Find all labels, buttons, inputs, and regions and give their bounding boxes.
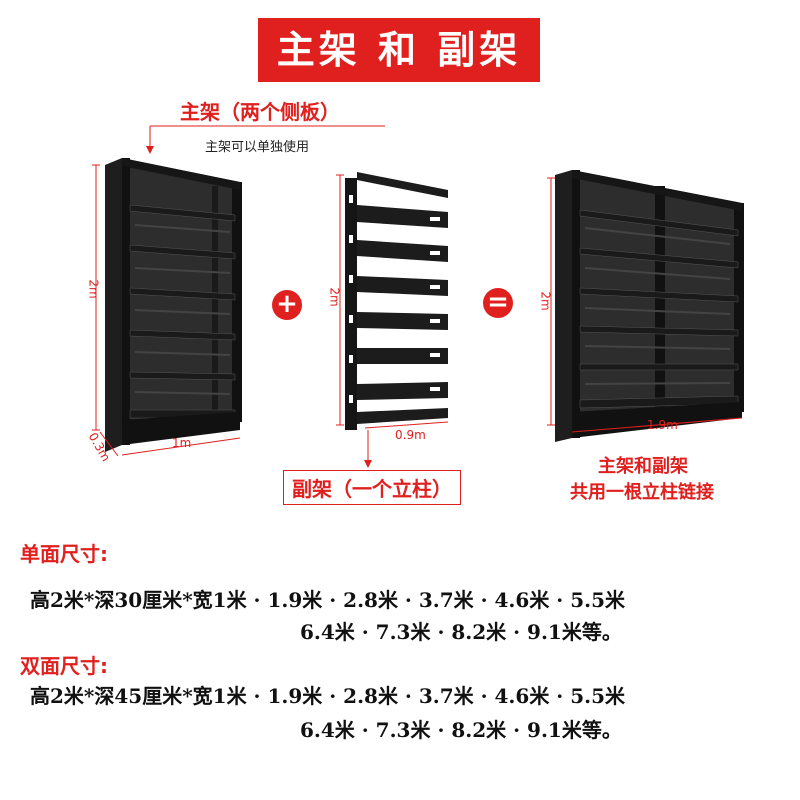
main-shelf-height-label: 2m — [86, 279, 101, 299]
combined-note-line2: 共用一根立柱链接 — [570, 482, 714, 503]
main-shelf-drawing — [105, 158, 242, 452]
sub-shelf-width-label: 0.9m — [395, 428, 426, 442]
main-shelf-dimensions — [92, 164, 241, 457]
double-side-line2: 6.4米 · 7.3米 · 8.2米 · 9.1米等。 — [300, 718, 622, 742]
equals-icon: = — [483, 288, 513, 318]
single-side-line2: 6.4米 · 7.3米 · 8.2米 · 9.1米等。 — [300, 620, 622, 644]
combined-height-label: 2m — [538, 291, 553, 311]
sub-shelf-label: 副架（一个立柱） — [283, 470, 461, 505]
plus-icon: + — [272, 290, 302, 320]
combined-shelf-dimensions — [547, 177, 743, 433]
main-shelf-note: 主架可以单独使用 — [205, 140, 310, 155]
double-side-line1: 高2米*深45厘米*宽1米 · 1.9米 · 2.8米 · 3.7米 · 4.6… — [30, 684, 625, 708]
main-shelf-label: 主架（两个侧板） — [180, 100, 340, 124]
single-side-title: 单面尺寸: — [20, 542, 108, 566]
sub-shelf-drawing — [345, 172, 448, 430]
double-side-title: 双面尺寸: — [20, 654, 108, 678]
combined-width-label: 1.9m — [647, 418, 678, 432]
combined-note-line1: 主架和副架 — [598, 456, 688, 477]
page-title-banner: 主架 和 副架 — [258, 18, 540, 82]
single-side-line1: 高2米*深30厘米*宽1米 · 1.9米 · 2.8米 · 3.7米 · 4.6… — [30, 588, 625, 612]
combined-shelf-drawing — [555, 170, 744, 442]
main-shelf-width-label: 1m — [172, 436, 192, 450]
sub-shelf-dimensions — [336, 174, 449, 468]
main-shelf-pointer — [146, 125, 385, 154]
sub-shelf-height-label: 2m — [327, 287, 342, 307]
